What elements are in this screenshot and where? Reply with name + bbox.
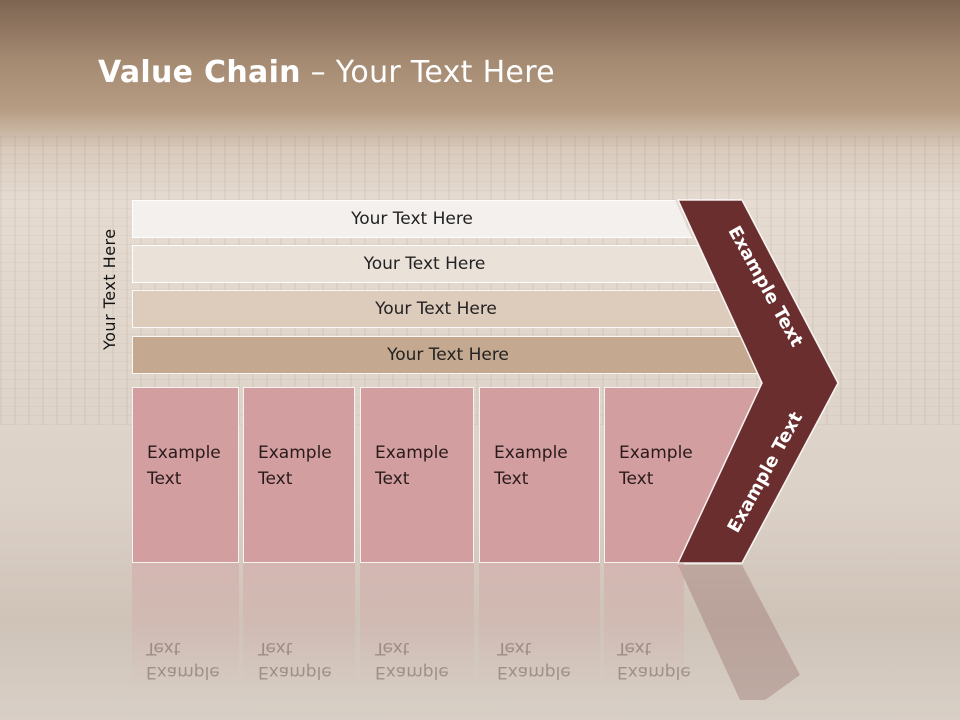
row-2-label: Your Text Here	[363, 254, 486, 274]
cell-2-line1: Example	[258, 443, 332, 463]
cell-1[interactable]: Example Text	[132, 387, 239, 563]
cell-4-line1: Example	[494, 443, 568, 463]
cell-2-line2: Text	[258, 469, 293, 489]
cell-4-reflection	[479, 563, 600, 688]
chevron-shape	[676, 199, 839, 564]
cell-1-line1: Example	[147, 443, 221, 463]
cell-1-line2: Text	[147, 469, 182, 489]
title-bold: Value Chain	[98, 55, 301, 90]
cell-3-reflection	[360, 563, 474, 688]
chevron-reflection	[678, 565, 800, 700]
row-4-label: Your Text Here	[387, 345, 509, 365]
row-1[interactable]: Your Text Here	[132, 200, 692, 238]
cell-4-line2: Text	[494, 469, 529, 489]
row-1-label: Your Text Here	[351, 209, 473, 229]
cell-5-line1: Example	[619, 443, 693, 463]
title-rest: – Your Text Here	[300, 55, 555, 90]
cell-5-line2: Text	[619, 469, 654, 489]
cell-4[interactable]: Example Text	[479, 387, 600, 563]
cell-3-line1: Example	[375, 443, 449, 463]
row-3[interactable]: Your Text Here	[132, 290, 740, 328]
row-4[interactable]: Your Text Here	[132, 336, 764, 374]
cell-2[interactable]: Example Text	[243, 387, 355, 563]
cell-3[interactable]: Example Text	[360, 387, 474, 563]
row-2[interactable]: Your Text Here	[132, 245, 717, 283]
cell-5-reflection	[604, 563, 684, 688]
cell-1-reflection	[132, 563, 239, 688]
cell-2-reflection	[243, 563, 355, 688]
cell-3-line2: Text	[375, 469, 410, 489]
slide-title: Value Chain – Your Text Here	[98, 55, 555, 90]
row-3-label: Your Text Here	[375, 299, 497, 319]
